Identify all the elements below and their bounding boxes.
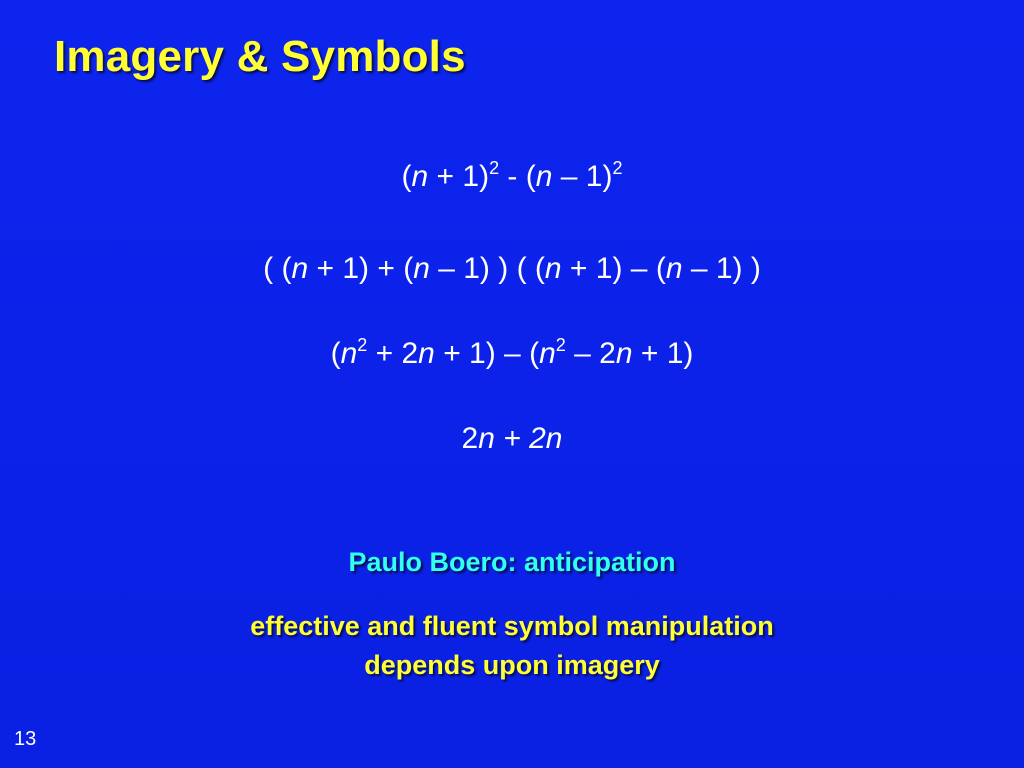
slide-title: Imagery & Symbols <box>54 32 466 81</box>
eq1-exponent: 2 <box>489 158 500 178</box>
eq1-part: – 1) <box>552 160 613 193</box>
eq2-part: + 1) + ( <box>308 252 414 285</box>
eq3-exponent: 2 <box>357 335 368 355</box>
eq3-variable: n <box>615 337 633 370</box>
eq2-variable: n <box>544 252 562 285</box>
eq1-variable: n <box>535 160 553 193</box>
eq3-variable: n <box>539 337 556 370</box>
eq3-part: + 2 <box>367 337 419 370</box>
claim-line-1: effective and fluent symbol manipulation <box>250 611 774 641</box>
eq1-part: ( <box>401 160 412 193</box>
eq1-part: - ( <box>499 160 536 193</box>
eq2-variable: n <box>291 252 309 285</box>
eq4-part: + 2n <box>494 422 563 455</box>
eq4-variable: n <box>478 422 495 455</box>
eq1-part: + 1) <box>428 160 490 193</box>
eq4-part: 2 <box>461 422 479 455</box>
eq3-part: + 1) – ( <box>434 337 540 370</box>
citation: Paulo Boero: anticipation <box>348 547 676 577</box>
eq3-part: + 1) <box>632 337 694 370</box>
eq3-part: ( <box>330 337 341 370</box>
equation-2: ( (n + 1) + (n – 1) ) ( (n + 1) – (n – 1… <box>0 252 1024 286</box>
eq2-part: + 1) – ( <box>561 252 666 285</box>
eq2-part: – 1) ) ( ( <box>429 252 545 285</box>
eq2-variable: n <box>665 252 683 285</box>
equation-4: 2n + 2n <box>0 422 1024 456</box>
eq3-exponent: 2 <box>555 335 566 355</box>
claim-line-2: depends upon imagery <box>364 650 660 680</box>
page-number: 13 <box>14 728 37 750</box>
eq1-variable: n <box>411 160 429 193</box>
equation-3: (n2 + 2n + 1) – (n2 – 2n + 1) <box>0 335 1024 371</box>
eq3-variable: n <box>418 337 435 370</box>
eq3-variable: n <box>340 337 358 370</box>
eq1-exponent: 2 <box>612 158 623 178</box>
eq2-part: – 1) ) <box>682 252 761 285</box>
equation-1: (n + 1)2 - (n – 1)2 <box>0 158 1024 194</box>
eq2-part: ( ( <box>263 252 292 285</box>
eq3-part: – 2 <box>565 337 616 370</box>
eq2-variable: n <box>413 252 430 285</box>
